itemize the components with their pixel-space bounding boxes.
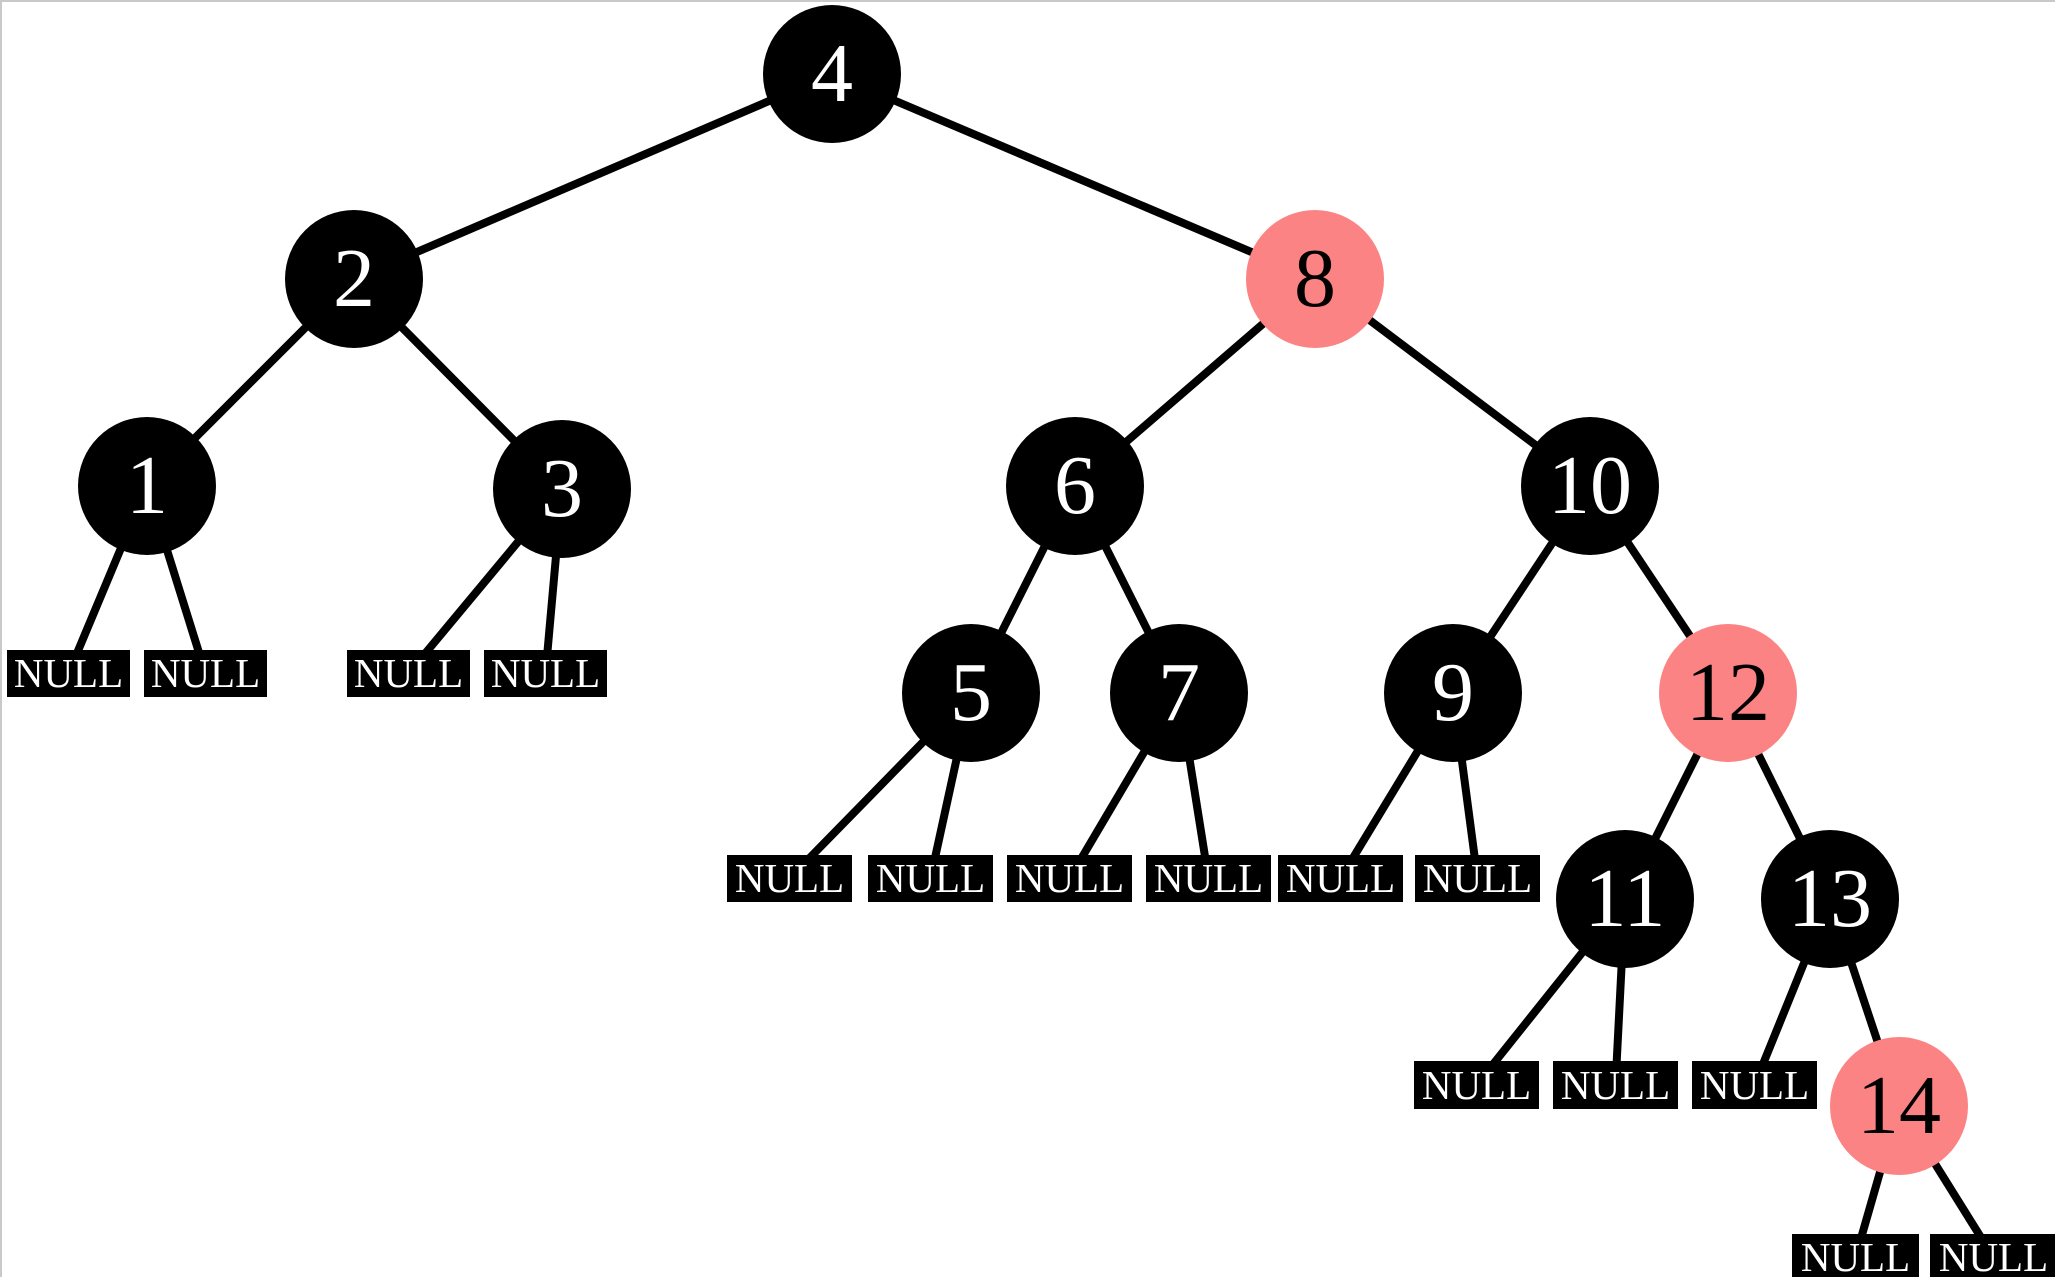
tree-node-14: 14 (1830, 1037, 1968, 1175)
null-11-left: NULL (1414, 1061, 1539, 1109)
null-5-right: NULL (868, 855, 993, 902)
null-14-right: NULL (1930, 1234, 2055, 1277)
tree-node-7: 7 (1110, 624, 1248, 762)
null-1-left: NULL (7, 650, 130, 697)
tree-node-8: 8 (1246, 210, 1384, 348)
null-3-right: NULL (484, 650, 607, 697)
tree-node-5: 5 (902, 624, 1040, 762)
tree-node-9: 9 (1384, 624, 1522, 762)
tree-node-12: 12 (1659, 624, 1797, 762)
null-1-right: NULL (144, 650, 267, 697)
tree-node-3: 3 (493, 420, 631, 558)
tree-node-1: 1 (78, 417, 216, 555)
tree-node-2: 2 (285, 210, 423, 348)
tree-node-10: 10 (1521, 417, 1659, 555)
tree-node-6: 6 (1006, 417, 1144, 555)
null-7-right: NULL (1146, 855, 1271, 902)
null-13-left: NULL (1692, 1061, 1817, 1109)
null-14-left: NULL (1792, 1234, 1919, 1277)
null-5-left: NULL (727, 855, 852, 902)
null-11-right: NULL (1553, 1061, 1678, 1109)
tree-node-4: 4 (763, 5, 901, 143)
null-9-left: NULL (1278, 855, 1403, 902)
tree-node-11: 11 (1556, 830, 1694, 968)
null-7-left: NULL (1007, 855, 1132, 902)
null-3-left: NULL (347, 650, 470, 697)
tree-edge-4-2 (352, 70, 834, 283)
tree-edge-4-8 (830, 70, 1317, 283)
tree-node-13: 13 (1761, 830, 1899, 968)
null-9-right: NULL (1415, 855, 1540, 902)
